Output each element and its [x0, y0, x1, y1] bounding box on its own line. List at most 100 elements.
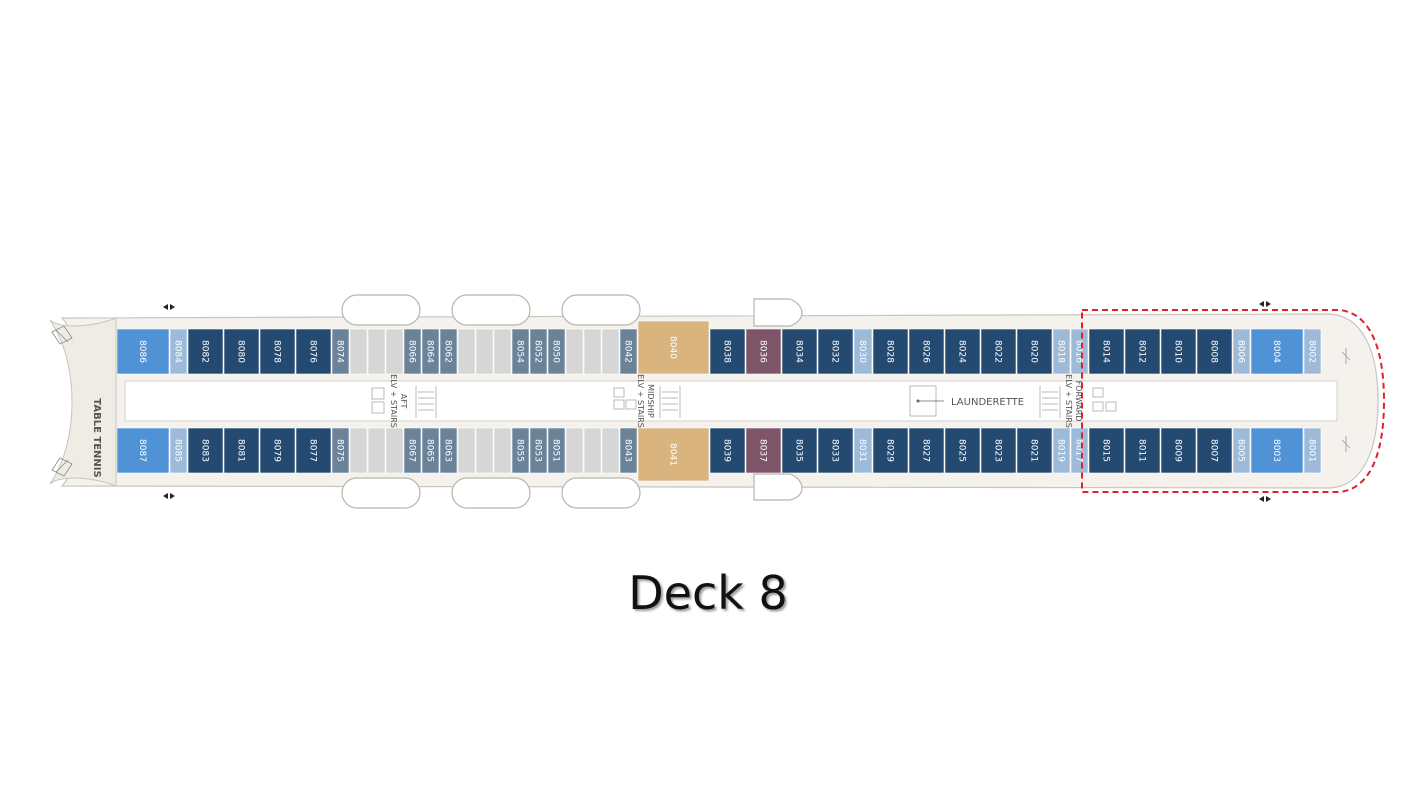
cabin-8041[interactable]: 8041 [637, 427, 710, 482]
cabin-box [529, 427, 548, 474]
cabin-box [781, 328, 818, 375]
cabin-8012[interactable]: 8012 [1124, 328, 1161, 375]
cabin-8067[interactable]: 8067 [403, 427, 422, 474]
highlighted-area [1081, 309, 1386, 493]
cabin-8010[interactable]: 8010 [1160, 328, 1197, 375]
cabin-8026[interactable]: 8026 [908, 328, 945, 375]
cabin-number: 8007 [1209, 439, 1219, 462]
cabin-8081[interactable]: 8081 [223, 427, 260, 474]
cabin-number: 8051 [551, 439, 561, 462]
cabin-8043[interactable]: 8043 [619, 427, 638, 474]
cabin-8077[interactable]: 8077 [295, 427, 332, 474]
cabin-box [908, 427, 945, 474]
cabin-8079[interactable]: 8079 [259, 427, 296, 474]
cabin-8080[interactable]: 8080 [223, 328, 260, 375]
cabin-8038[interactable]: 8038 [709, 328, 746, 375]
cabin-8024[interactable]: 8024 [944, 328, 981, 375]
cabin-8007[interactable]: 8007 [1196, 427, 1233, 474]
cabin-8055[interactable]: 8055 [511, 427, 530, 474]
cabin-8037[interactable]: 8037 [745, 427, 782, 474]
cabin-number: 8020 [1029, 340, 1039, 363]
cabin-8019[interactable]: 8019 [1052, 427, 1071, 474]
cabin-box [1088, 427, 1125, 474]
cabin-8015[interactable]: 8015 [1088, 427, 1125, 474]
corridor [124, 380, 1338, 422]
cabin-box [1196, 427, 1233, 474]
cabin-number: 8021 [1029, 439, 1039, 462]
cabin-8031[interactable]: 8031 [853, 427, 873, 474]
cabin-8085[interactable]: 8085 [169, 427, 188, 474]
cabin-8042[interactable]: 8042 [619, 328, 638, 375]
service-room [349, 328, 368, 375]
cabin-8004[interactable]: 8004 [1250, 328, 1304, 375]
cabin-8028[interactable]: 8028 [872, 328, 909, 375]
cabin-number: 8005 [1236, 439, 1246, 462]
cabin-8064[interactable]: 8064 [421, 328, 440, 375]
cabin-box [709, 328, 746, 375]
cabin-8075[interactable]: 8075 [331, 427, 350, 474]
cabin-box [295, 328, 332, 375]
cabin-number: 8062 [443, 340, 453, 363]
cabin-8009[interactable]: 8009 [1160, 427, 1197, 474]
cabin-8039[interactable]: 8039 [709, 427, 746, 474]
cabin-8001[interactable]: 8001 [1303, 427, 1322, 474]
midship-label-sub: ELV + STAIRS [636, 374, 645, 428]
cabin-8065[interactable]: 8065 [421, 427, 440, 474]
cabin-box [1016, 328, 1053, 375]
cabin-8054[interactable]: 8054 [511, 328, 530, 375]
cabin-number: 8015 [1101, 439, 1111, 462]
cabin-8002[interactable]: 8002 [1303, 328, 1322, 375]
cabin-8074[interactable]: 8074 [331, 328, 350, 375]
cabin-8035[interactable]: 8035 [781, 427, 818, 474]
cabin-8017[interactable]: 8017 [1070, 427, 1089, 474]
cabin-box [439, 427, 458, 474]
cabin-8086[interactable]: 8086 [116, 328, 170, 375]
cabin-8032[interactable]: 8032 [817, 328, 854, 375]
cabin-8006[interactable]: 8006 [1232, 328, 1251, 375]
cabin-number: 8037 [758, 439, 768, 462]
cabin-8063[interactable]: 8063 [439, 427, 458, 474]
cabin-8022[interactable]: 8022 [980, 328, 1017, 375]
cabin-box [1016, 427, 1053, 474]
cabin-box [187, 427, 224, 474]
cabin-8025[interactable]: 8025 [944, 427, 981, 474]
cabin-8027[interactable]: 8027 [908, 427, 945, 474]
cabin-number: 8031 [857, 439, 867, 462]
cabin-8014[interactable]: 8014 [1088, 328, 1125, 375]
cabin-box [601, 427, 620, 474]
cabin-8078[interactable]: 8078 [259, 328, 296, 375]
cabin-8008[interactable]: 8008 [1196, 328, 1233, 375]
cabin-8036[interactable]: 8036 [745, 328, 782, 375]
cabin-number: 8010 [1173, 340, 1183, 363]
cabin-number: 8075 [335, 439, 345, 462]
cabin-8020[interactable]: 8020 [1016, 328, 1053, 375]
cabin-8003[interactable]: 8003 [1250, 427, 1304, 474]
cabin-8033[interactable]: 8033 [817, 427, 854, 474]
cabin-8053[interactable]: 8053 [529, 427, 548, 474]
cabin-8021[interactable]: 8021 [1016, 427, 1053, 474]
cabin-8083[interactable]: 8083 [187, 427, 224, 474]
cabin-box [872, 328, 909, 375]
cabin-8087[interactable]: 8087 [116, 427, 170, 474]
cabin-8066[interactable]: 8066 [403, 328, 422, 375]
cabin-8052[interactable]: 8052 [529, 328, 548, 375]
cabin-8051[interactable]: 8051 [547, 427, 566, 474]
cabin-8023[interactable]: 8023 [980, 427, 1017, 474]
cabin-number: 8065 [425, 439, 435, 462]
cabin-box [349, 328, 368, 375]
cabin-8084[interactable]: 8084 [169, 328, 188, 375]
cabin-8005[interactable]: 8005 [1232, 427, 1251, 474]
cabin-number: 8014 [1101, 340, 1111, 363]
cabin-8082[interactable]: 8082 [187, 328, 224, 375]
cabin-8040[interactable]: 8040 [637, 320, 710, 375]
forward-label-sub: ELV + STAIRS [1064, 374, 1073, 428]
cabin-8018[interactable]: 8018 [1052, 328, 1071, 375]
cabin-8062[interactable]: 8062 [439, 328, 458, 375]
cabin-8029[interactable]: 8029 [872, 427, 909, 474]
cabin-8050[interactable]: 8050 [547, 328, 566, 375]
cabin-8011[interactable]: 8011 [1124, 427, 1161, 474]
cabin-8076[interactable]: 8076 [295, 328, 332, 375]
cabin-8016[interactable]: 8016 [1070, 328, 1089, 375]
cabin-8034[interactable]: 8034 [781, 328, 818, 375]
cabin-8030[interactable]: 8030 [853, 328, 873, 375]
